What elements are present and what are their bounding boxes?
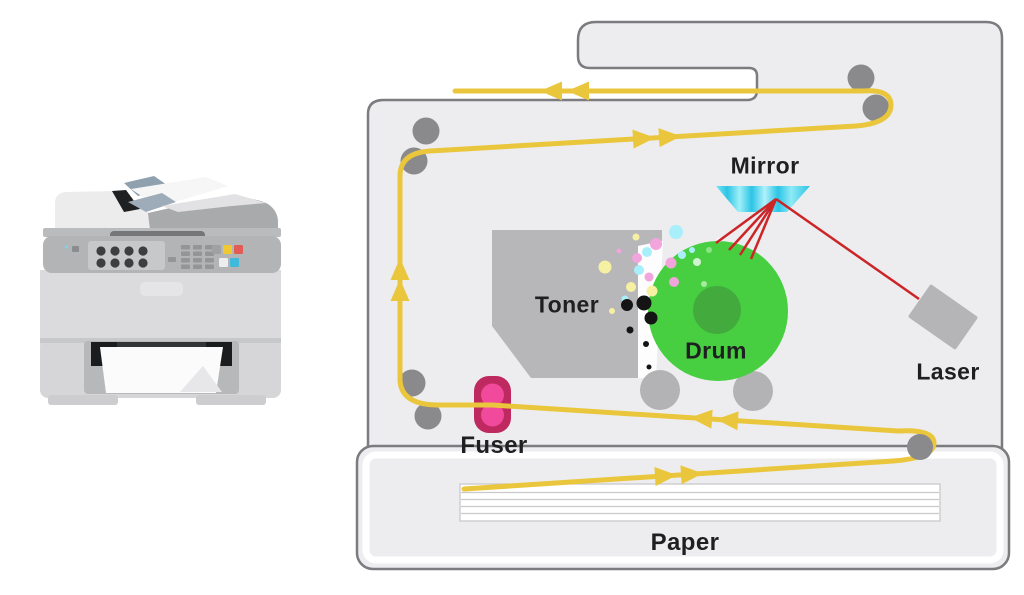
printer-control-panel: [43, 231, 281, 273]
printer-function-buttons: [212, 245, 243, 267]
feed-rollers: [398, 64, 890, 430]
printer-foot-right: [196, 395, 266, 405]
printer-adf-slot: [112, 190, 140, 212]
mirror-label: Mirror: [730, 152, 800, 179]
laser-unit: [908, 284, 978, 350]
printer-adf-flap-bottom: [128, 193, 176, 212]
laser-label: Laser: [916, 358, 980, 385]
printer-adf: [43, 176, 281, 237]
paper-stack: [459, 483, 941, 522]
printer-seam: [40, 338, 281, 343]
schematic-body-outline: [366, 20, 1004, 454]
printer-foot-left: [48, 395, 118, 405]
paper-label: Paper: [650, 529, 720, 556]
toner-hopper: [492, 230, 662, 378]
printer-round-buttons: [96, 246, 148, 268]
transfer-rollers: [640, 370, 773, 411]
laser-beams: [715, 197, 920, 301]
fuser-label: Fuser: [460, 432, 528, 459]
printer-output-tray: [84, 341, 239, 394]
toner-particles: [598, 225, 722, 370]
printer-body: [40, 270, 281, 346]
drum-core: [693, 286, 741, 334]
exit-roller: [907, 434, 933, 460]
paper-path: [397, 88, 937, 492]
printer-logo-plate: [140, 282, 183, 296]
printer-illustration: [40, 176, 281, 405]
drum-label: Drum: [685, 337, 747, 364]
printer-keypad: [168, 245, 214, 269]
toner-label: Toner: [534, 291, 600, 318]
